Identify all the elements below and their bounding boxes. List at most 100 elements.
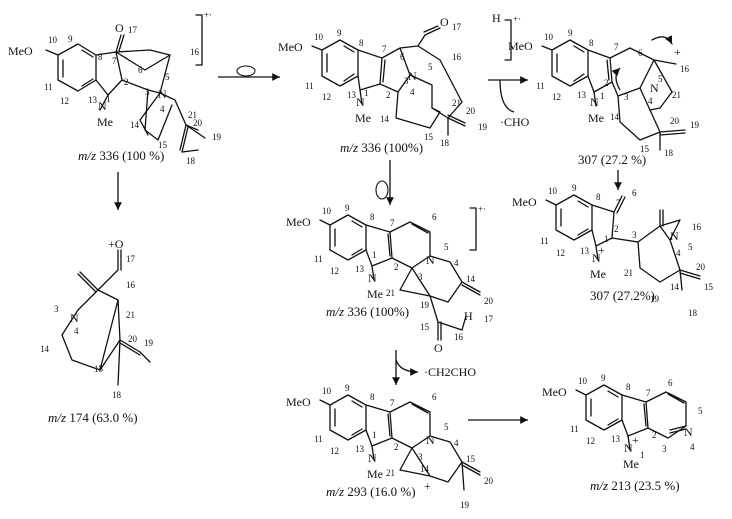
s7-num: 12 [330, 446, 339, 456]
s2-num: 19 [478, 122, 488, 132]
s1-num: 16 [190, 47, 200, 57]
s7-caption: m/z 293 (16.0 %) [326, 484, 416, 499]
s7-caption-value: 293 (16.0 %) [347, 484, 415, 499]
s5-n1: N [368, 271, 377, 285]
s2-num: 11 [305, 81, 314, 91]
s3-num: 19 [690, 120, 700, 130]
s5-num: 3 [418, 272, 423, 282]
s6-num: 15 [704, 282, 714, 292]
s2-num: 7 [382, 44, 387, 54]
s2-caption-mz: m/z [340, 140, 358, 155]
s5-h: H [464, 309, 473, 323]
s6-num: 9 [572, 183, 577, 193]
s7-num: 3 [418, 452, 423, 462]
s8-num: 10 [578, 376, 588, 386]
s8-num: 7 [646, 388, 651, 398]
s3-n1: N [590, 95, 599, 109]
s7-num: 6 [432, 392, 437, 402]
cho-loss-arrow [499, 79, 515, 113]
s1-caption-value: 336 (100 %) [99, 148, 164, 163]
s4-caption-value: 174 (63.0 %) [69, 410, 137, 425]
s6-num: 1 [604, 234, 609, 244]
s3-num: 2 [604, 78, 609, 88]
s2-me: Me [355, 111, 371, 125]
s4-n4: N [70, 311, 79, 325]
s2-num: 3 [404, 76, 409, 86]
s6-caption: 307 (27.2%) [590, 288, 655, 303]
s6-num: 14 [670, 282, 680, 292]
s5-caption-mz: m/z [326, 304, 344, 319]
s8-num: 11 [570, 424, 579, 434]
s6-num: 12 [556, 248, 565, 258]
s1-num: 9 [68, 34, 73, 44]
s2-num: 16 [452, 52, 462, 62]
s2-caption-value: 336 (100%) [361, 140, 423, 155]
s1-methoxy: MeO [8, 44, 33, 58]
s2-n4: N [408, 69, 417, 83]
s2-n1: N [356, 95, 365, 109]
s1-num: 6 [138, 65, 143, 75]
s5-num: 13 [355, 264, 365, 274]
s1-num: 2 [124, 77, 129, 87]
s5-num: 16 [454, 332, 464, 342]
s1-num: 4 [160, 104, 165, 114]
s1-num: 18 [186, 156, 196, 166]
s4-num: 4 [74, 326, 79, 336]
s5-num: 17 [484, 314, 494, 324]
s6-n4: N [670, 229, 679, 243]
s3-plus: + [674, 45, 681, 59]
s4-num: 17 [126, 254, 136, 264]
s2-aldehyde-h: H [492, 11, 501, 25]
s6-num: 20 [696, 262, 706, 272]
s8-n4: N [684, 425, 693, 439]
cho-loss-label: ·CHO [500, 115, 530, 129]
s8-caption-value: 213 (23.5 %) [611, 478, 679, 493]
s5-num: 12 [330, 266, 339, 276]
s3-num: 1 [600, 91, 605, 101]
structure-3: MeO N Me N + 9 10 8 7 6 5 16 11 12 13 1 … [508, 28, 700, 167]
s6-num: 8 [596, 192, 601, 202]
s1-num: 19 [212, 132, 222, 142]
s4-num: 19 [144, 338, 154, 348]
s2-num: 9 [337, 28, 342, 38]
s7-num: 15 [466, 454, 476, 464]
s3-methoxy: MeO [508, 39, 533, 53]
s4-num: 20 [128, 334, 138, 344]
s8-caption: m/z 213 (23.5 %) [590, 478, 680, 493]
s1-num: 17 [128, 25, 138, 35]
s7-num: 19 [460, 500, 470, 510]
s7-num: 1 [372, 430, 377, 440]
structure-5: MeO N Me N O H +· 9 10 8 7 6 5 11 12 13 … [286, 203, 494, 355]
s6-num: 10 [548, 186, 558, 196]
s6-num: 3 [632, 230, 637, 240]
s8-num: 9 [601, 373, 606, 383]
s2-num: 10 [314, 32, 324, 42]
s2-num: 4 [410, 87, 415, 97]
s3-num: 5 [658, 74, 663, 84]
structure-2: MeO O H N Me N +· 17 9 10 8 7 6 16 5 11 … [278, 11, 521, 155]
s1-num: 11 [44, 82, 53, 92]
s7-n4: N [426, 433, 435, 447]
s1-num: 5 [165, 72, 170, 82]
s3-num: 6 [638, 48, 643, 58]
s8-num: 4 [690, 442, 695, 452]
s4-num: 18 [112, 390, 122, 400]
s4-num: 14 [40, 344, 50, 354]
s1-num: 20 [193, 118, 203, 128]
s4-num: 16 [126, 280, 136, 290]
s8-num: 2 [652, 430, 657, 440]
structure-7: MeO N Me N + 9 10 8 7 6 5 11 12 13 1 2 3… [286, 383, 494, 510]
s2-num: 15 [424, 132, 434, 142]
s1-caption-mz: m/z [78, 148, 96, 163]
s7-num: 14 [420, 464, 430, 474]
s1-num: 12 [60, 96, 69, 106]
s6-num: 19 [650, 294, 660, 304]
s4-caption: m/z 174 (63.0 %) [48, 410, 138, 425]
s7-n1: N [368, 451, 377, 465]
rearrangement-symbol [236, 65, 256, 77]
s3-num: 9 [568, 28, 573, 38]
s8-num: 5 [698, 406, 703, 416]
s6-num: 13 [580, 246, 590, 256]
s1-n4: N [158, 87, 167, 101]
